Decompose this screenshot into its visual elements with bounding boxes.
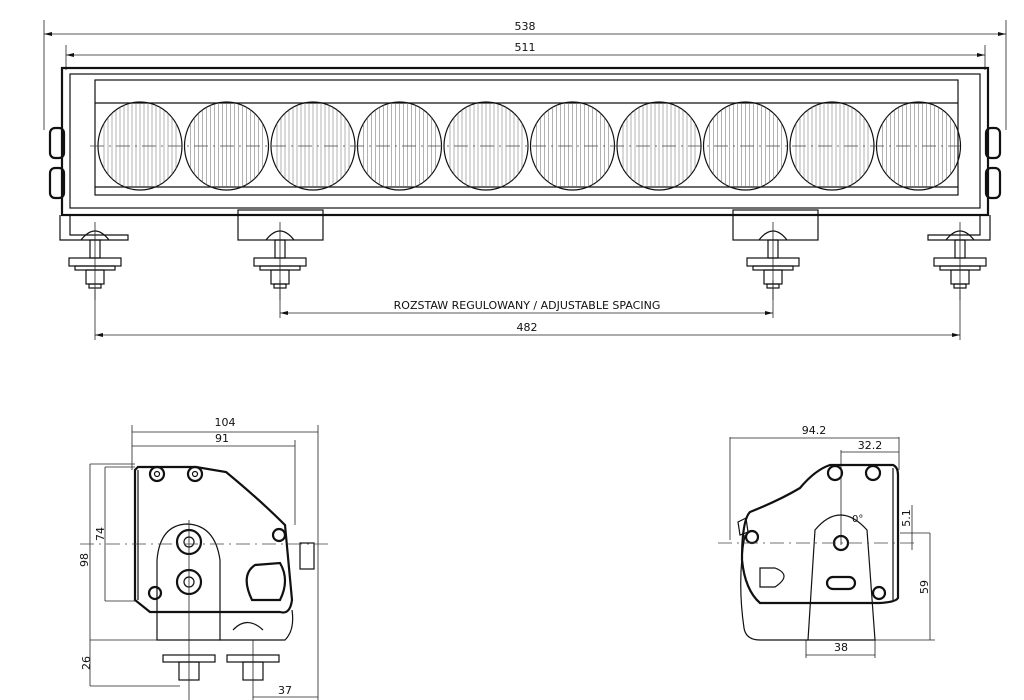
led-reflector [183, 101, 270, 191]
dim-74: 74 [94, 466, 135, 602]
dim-59: 59 [870, 533, 935, 641]
side-view: 104 91 98 74 26 37 [78, 416, 330, 700]
end-view: 94.2 32.2 5.1 59 38 0° [718, 424, 935, 658]
dim-37: 37 [253, 684, 318, 698]
dim-104: 104 [131, 416, 319, 700]
dim-91-label: 91 [215, 432, 229, 445]
led-reflector [702, 101, 789, 191]
dim-frame-length: 511 [65, 41, 986, 70]
dim-adjustable-spacing: ROZSTAW REGULOWANY / ADJUSTABLE SPACING [279, 280, 774, 318]
adjustable-spacing-label: ROZSTAW REGULOWANY / ADJUSTABLE SPACING [394, 299, 661, 312]
led-reflector [443, 101, 529, 191]
dim-38: 38 [805, 640, 876, 658]
dim-5-1-label: 5.1 [900, 509, 913, 527]
dim-26-label: 26 [80, 656, 93, 670]
connector-plug [245, 561, 287, 602]
dim-482-label: 482 [517, 321, 538, 334]
dim-94-2-label: 94.2 [802, 424, 827, 437]
dim-98: 98 [78, 463, 240, 641]
dim-511-label: 511 [515, 41, 536, 54]
dim-38-label: 38 [834, 641, 848, 654]
light-bar-frame [60, 66, 990, 217]
dim-32-2-label: 32.2 [858, 439, 883, 452]
mount-bracket-side [156, 523, 221, 641]
dim-26: 26 [80, 640, 180, 687]
dim-5-1: 5.1 [900, 505, 930, 550]
dim-32-2: 32.2 [840, 439, 899, 545]
lens-area [94, 79, 959, 196]
angle-label: 0° [852, 514, 863, 525]
dim-538-label: 538 [515, 20, 536, 33]
dim-91: 91 [132, 432, 296, 525]
mount-brackets [59, 209, 991, 300]
mounting-bolt [933, 222, 987, 300]
mounting-bolt [68, 222, 122, 300]
housing-end [740, 463, 900, 605]
dim-mount-spacing: 482 [94, 290, 961, 340]
front-view: 538 511 [43, 20, 1007, 340]
dim-37-label: 37 [278, 684, 292, 697]
dim-59-label: 59 [918, 580, 931, 594]
mount-bracket-end [807, 514, 876, 641]
housing-side [133, 465, 294, 614]
dim-98-label: 98 [78, 553, 91, 567]
dim-74-label: 74 [94, 527, 107, 541]
dim-94-2: 94.2 [729, 424, 900, 540]
dim-overall-length: 538 [43, 20, 1007, 130]
dim-104-label: 104 [215, 416, 236, 429]
